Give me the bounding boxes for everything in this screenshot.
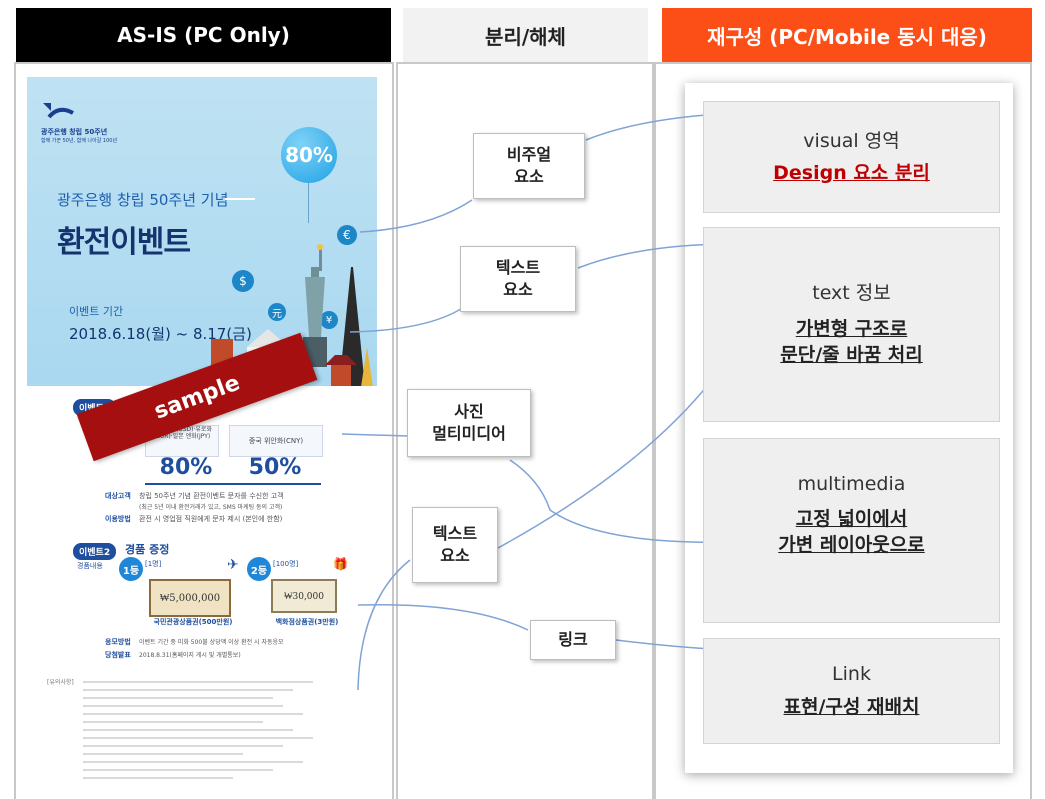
prize2-name: 백화점상품권(3만원): [275, 618, 339, 626]
notice-line: [83, 689, 293, 691]
box-desc-line: 고정 넓이에서: [795, 508, 908, 530]
method-label: 이용방법: [105, 515, 131, 523]
prize-label: 경품내용: [77, 562, 103, 570]
prize2-voucher: ₩30,000: [271, 579, 337, 613]
label-line: 텍스트: [432, 524, 478, 544]
box-desc-line: 가변형 구조로: [795, 318, 908, 340]
label-line: 사진: [454, 402, 484, 422]
event1-rate1: 80%: [159, 455, 213, 480]
label-line: 요소: [514, 167, 544, 186]
header-rebuild: 재구성 (PC/Mobile 동시 대응): [662, 8, 1032, 62]
prize1-name: 국민관광상품권(500만원): [153, 618, 233, 626]
logo-text: 광주은행 창립 50주년: [41, 128, 108, 136]
box-desc-line: 문단/줄 바꿈 처리: [780, 343, 923, 366]
airplane-icon: ✈: [227, 557, 239, 573]
notice-line: [83, 761, 303, 763]
prize2-count: [100명]: [273, 560, 299, 568]
label-line: 멀티미디어: [432, 424, 506, 443]
poster-subtitle: 광주은행 창립 50주년 기념: [57, 191, 229, 209]
target-text: 창립 50주년 기념 환전이벤트 문자를 수신한 고객: [139, 492, 284, 500]
notice-line: [83, 753, 243, 755]
notice-line: [83, 769, 273, 771]
label-line: 비주얼: [506, 145, 552, 165]
period-text: 2018.6.18(월) ~ 8.17(금): [69, 325, 252, 343]
header-split: 분리/해체: [403, 8, 648, 62]
event1-rate2: 50%: [248, 455, 302, 480]
poster-subtitle-dash: [225, 198, 255, 200]
apply-text: 이벤트 기간 중 미화 500불 상당액 이상 환전 시 자동응모: [139, 639, 284, 646]
logo-subtext: 함께 가꾼 50년, 함께 나아갈 100년: [41, 138, 118, 144]
header-asis: AS-IS (PC Only): [16, 8, 391, 62]
box-text-info: text 정보 가변형 구조로 문단/줄 바꿈 처리: [703, 227, 1000, 422]
notice-line: [83, 697, 273, 699]
prize2-rank: 2등: [247, 557, 271, 581]
prize1-rank: 1등: [119, 557, 143, 581]
percent-bubble: 80%: [281, 127, 337, 183]
label-line: 텍스트: [495, 258, 541, 278]
bank-logo-icon: [43, 103, 74, 119]
prize1-voucher: ₩5,000,000: [149, 579, 231, 617]
box-desc-line: 가변 레이아웃으로: [778, 533, 925, 556]
period-label: 이벤트 기간: [69, 305, 124, 318]
event2-badge: 이벤트2: [73, 543, 117, 560]
notice-line: [83, 777, 233, 779]
box-visual-area: visual 영역 Design 요소 분리: [703, 101, 1000, 213]
notice-label: [유의사항]: [47, 679, 74, 686]
label-visual-element: 비주얼 요소: [473, 133, 585, 199]
yen-coin-icon: ¥: [320, 311, 338, 329]
notice-line: [83, 745, 283, 747]
box-title: text 정보: [812, 282, 891, 304]
yuan-coin-icon: 元: [268, 303, 286, 321]
event2-title: 경품 증정: [125, 543, 170, 556]
notice-line: [83, 713, 303, 715]
euro-coin-icon: €: [337, 225, 357, 245]
bubble-string: [308, 183, 309, 223]
box-title: multimedia: [797, 473, 906, 495]
poster-hero: 광주은행 창립 50주년 함께 가꾼 50년, 함께 나아갈 100년 80% …: [27, 77, 377, 386]
label-photo-multimedia: 사진 멀티미디어: [407, 389, 531, 457]
label-text-element-2: 텍스트 요소: [412, 507, 498, 583]
box-desc-line: 표현/구성 재배치: [783, 696, 920, 718]
poster-title: 환전이벤트: [57, 225, 191, 260]
notice-line: [83, 729, 293, 731]
box-title: Link: [832, 663, 871, 685]
dollar-coin-icon: $: [232, 270, 254, 292]
column-asis-frame: [14, 62, 394, 799]
notice-line: [83, 721, 263, 723]
label-line: 요소: [440, 546, 470, 565]
box-desc-line: Design 요소 분리: [773, 162, 930, 184]
target-text-2: (최근 5년 이내 환전거래가 있고, SMS 마케팅 동의 고객): [139, 504, 283, 511]
event1-rate-underline: [145, 483, 321, 485]
notice-line: [83, 737, 313, 739]
apply-label: 응모방법: [105, 638, 131, 646]
target-label: 대상고객: [105, 492, 131, 500]
box-link: Link 표현/구성 재배치: [703, 638, 1000, 744]
event-poster: 광주은행 창립 50주년 함께 가꾼 50년, 함께 나아갈 100년 80% …: [27, 77, 377, 789]
announce-label: 당첨발표: [105, 651, 131, 659]
notice-line: [83, 705, 283, 707]
box-multimedia: multimedia 고정 넓이에서 가변 레이아웃으로: [703, 438, 1000, 623]
label-text-element-1: 텍스트 요소: [460, 246, 576, 312]
label-line: 요소: [503, 280, 533, 299]
prize1-count: [1명]: [145, 560, 162, 568]
notice-line: [83, 681, 313, 683]
label-link: 링크: [530, 620, 616, 660]
box-title: visual 영역: [803, 130, 900, 152]
event1-col2-header: 중국 위안화(CNY): [229, 425, 323, 457]
method-text: 환전 시 영업점 직원에게 문자 제시 (본인에 한함): [139, 515, 283, 523]
announce-text: 2018.8.31(홈페이지 게시 및 개별통보): [139, 652, 241, 659]
gift-icon: 🎁: [333, 557, 348, 571]
